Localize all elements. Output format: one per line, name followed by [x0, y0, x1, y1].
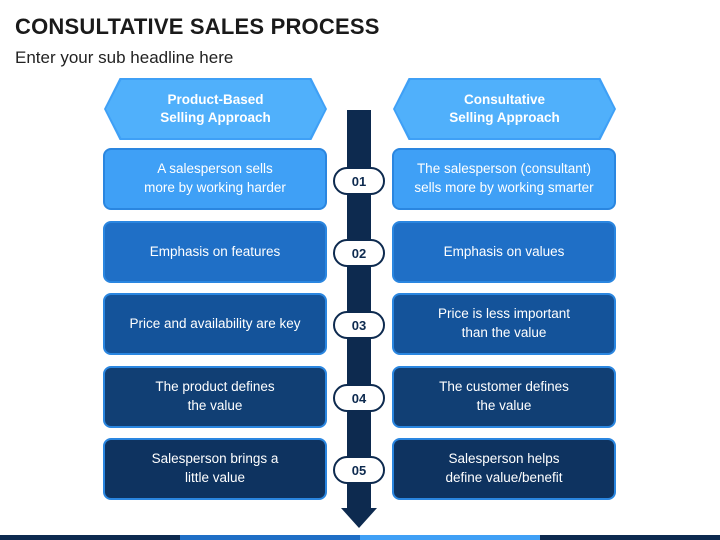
header-right-label: Consultative Selling Approach — [449, 91, 560, 125]
header-left: Product-Based Selling Approach — [104, 78, 327, 140]
left-box-5: Salesperson brings a little value — [103, 438, 327, 500]
right-box-1: The salesperson (consultant) sells more … — [392, 148, 616, 210]
left-box-2: Emphasis on features — [103, 221, 327, 283]
bottom-bar-segment-1 — [0, 535, 180, 540]
step-number-5: 05 — [333, 456, 385, 484]
timeline-arrow-head — [341, 508, 377, 528]
header-left-fill — [106, 80, 325, 138]
step-number-1: 01 — [333, 167, 385, 195]
header-right: Consultative Selling Approach — [393, 78, 616, 140]
right-box-3: Price is less important than the value — [392, 293, 616, 355]
right-box-2: Emphasis on values — [392, 221, 616, 283]
left-box-4: The product defines the value — [103, 366, 327, 428]
header-right-fill — [395, 80, 614, 138]
bottom-accent-bar — [0, 535, 720, 540]
step-number-3: 03 — [333, 311, 385, 339]
bottom-bar-segment-3 — [360, 535, 540, 540]
right-box-5: Salesperson helps define value/benefit — [392, 438, 616, 500]
page-title: CONSULTATIVE SALES PROCESS — [15, 14, 380, 39]
right-box-4: The customer defines the value — [392, 366, 616, 428]
page-subtitle: Enter your sub headline here — [15, 48, 234, 67]
step-number-2: 02 — [333, 239, 385, 267]
header-left-label: Product-Based Selling Approach — [160, 91, 271, 125]
bottom-bar-segment-2 — [180, 535, 360, 540]
step-number-4: 04 — [333, 384, 385, 412]
left-box-3: Price and availability are key — [103, 293, 327, 355]
left-box-1: A salesperson sells more by working hard… — [103, 148, 327, 210]
bottom-bar-segment-4 — [540, 535, 720, 540]
